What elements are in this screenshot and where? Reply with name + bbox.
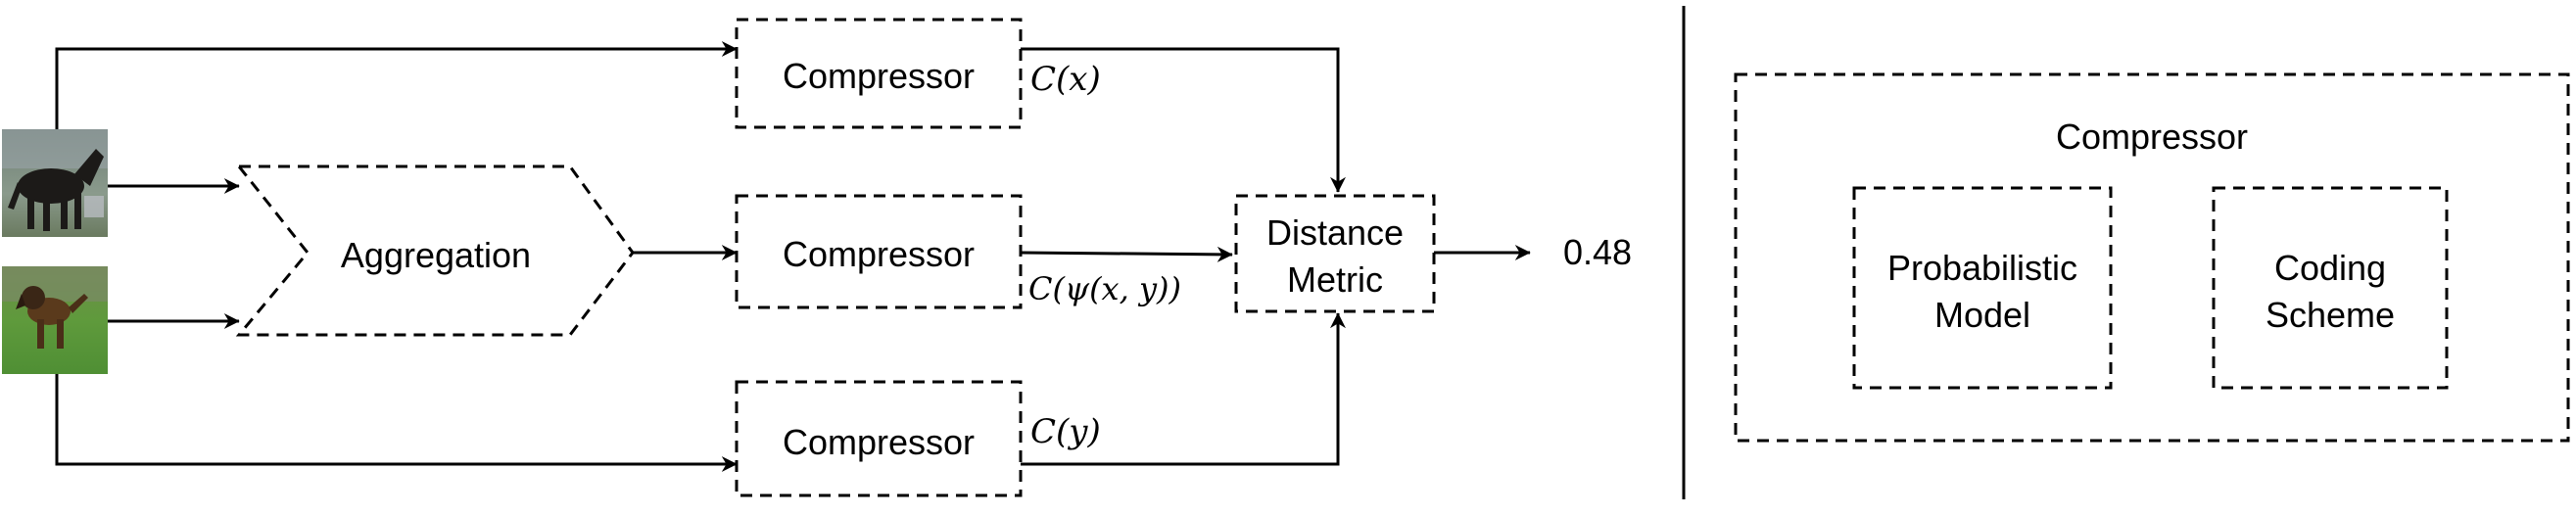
compressor-detail-title: Compressor	[2056, 117, 2248, 157]
coding-scheme-line2: Scheme	[2266, 295, 2395, 335]
probabilistic-model-line2: Model	[1934, 295, 2030, 335]
compressor-bottom: Compressor C(y)	[735, 380, 1101, 497]
compressor-top-output: C(x)	[1030, 60, 1101, 99]
distance-metric-node: Distance Metric	[1234, 194, 1436, 313]
probabilistic-model-node: Probabilistic Model	[1852, 186, 2113, 390]
image-x-thumbnail	[2, 129, 108, 237]
aggregation-label: Aggregation	[341, 235, 531, 275]
image-y-thumbnail	[2, 266, 108, 374]
edge-x-to-compressor-top	[55, 41, 738, 129]
edge-compressor-top-to-distance	[1021, 47, 1346, 193]
distance-metric-label-line1: Distance	[1266, 212, 1404, 253]
edge-compressor-middle-to-distance	[1020, 246, 1233, 262]
probabilistic-model-line1: Probabilistic	[1887, 248, 2077, 288]
distance-metric-label-line2: Metric	[1287, 259, 1383, 300]
edge-y-to-compressor-bottom	[55, 374, 738, 472]
connectors	[55, 41, 1531, 472]
compressor-bottom-output: C(y)	[1030, 412, 1101, 451]
compressor-bottom-label: Compressor	[783, 422, 975, 462]
edge-compressor-bottom-to-distance	[1021, 312, 1346, 466]
coding-scheme-line1: Coding	[2274, 248, 2386, 288]
coding-scheme-node: Coding Scheme	[2212, 186, 2449, 390]
compressor-detail-panel: Compressor Probabilistic Model Coding Sc…	[1734, 72, 2570, 443]
compressor-middle-output: C(ψ(x, y))	[1028, 270, 1181, 307]
compressor-top: Compressor C(x)	[735, 18, 1101, 129]
result-value: 0.48	[1563, 232, 1632, 272]
compressor-top-label: Compressor	[783, 56, 975, 96]
aggregation-node: Aggregation	[235, 164, 635, 337]
compressor-middle-label: Compressor	[783, 234, 975, 274]
compressor-middle: Compressor C(ψ(x, y))	[735, 194, 1181, 309]
